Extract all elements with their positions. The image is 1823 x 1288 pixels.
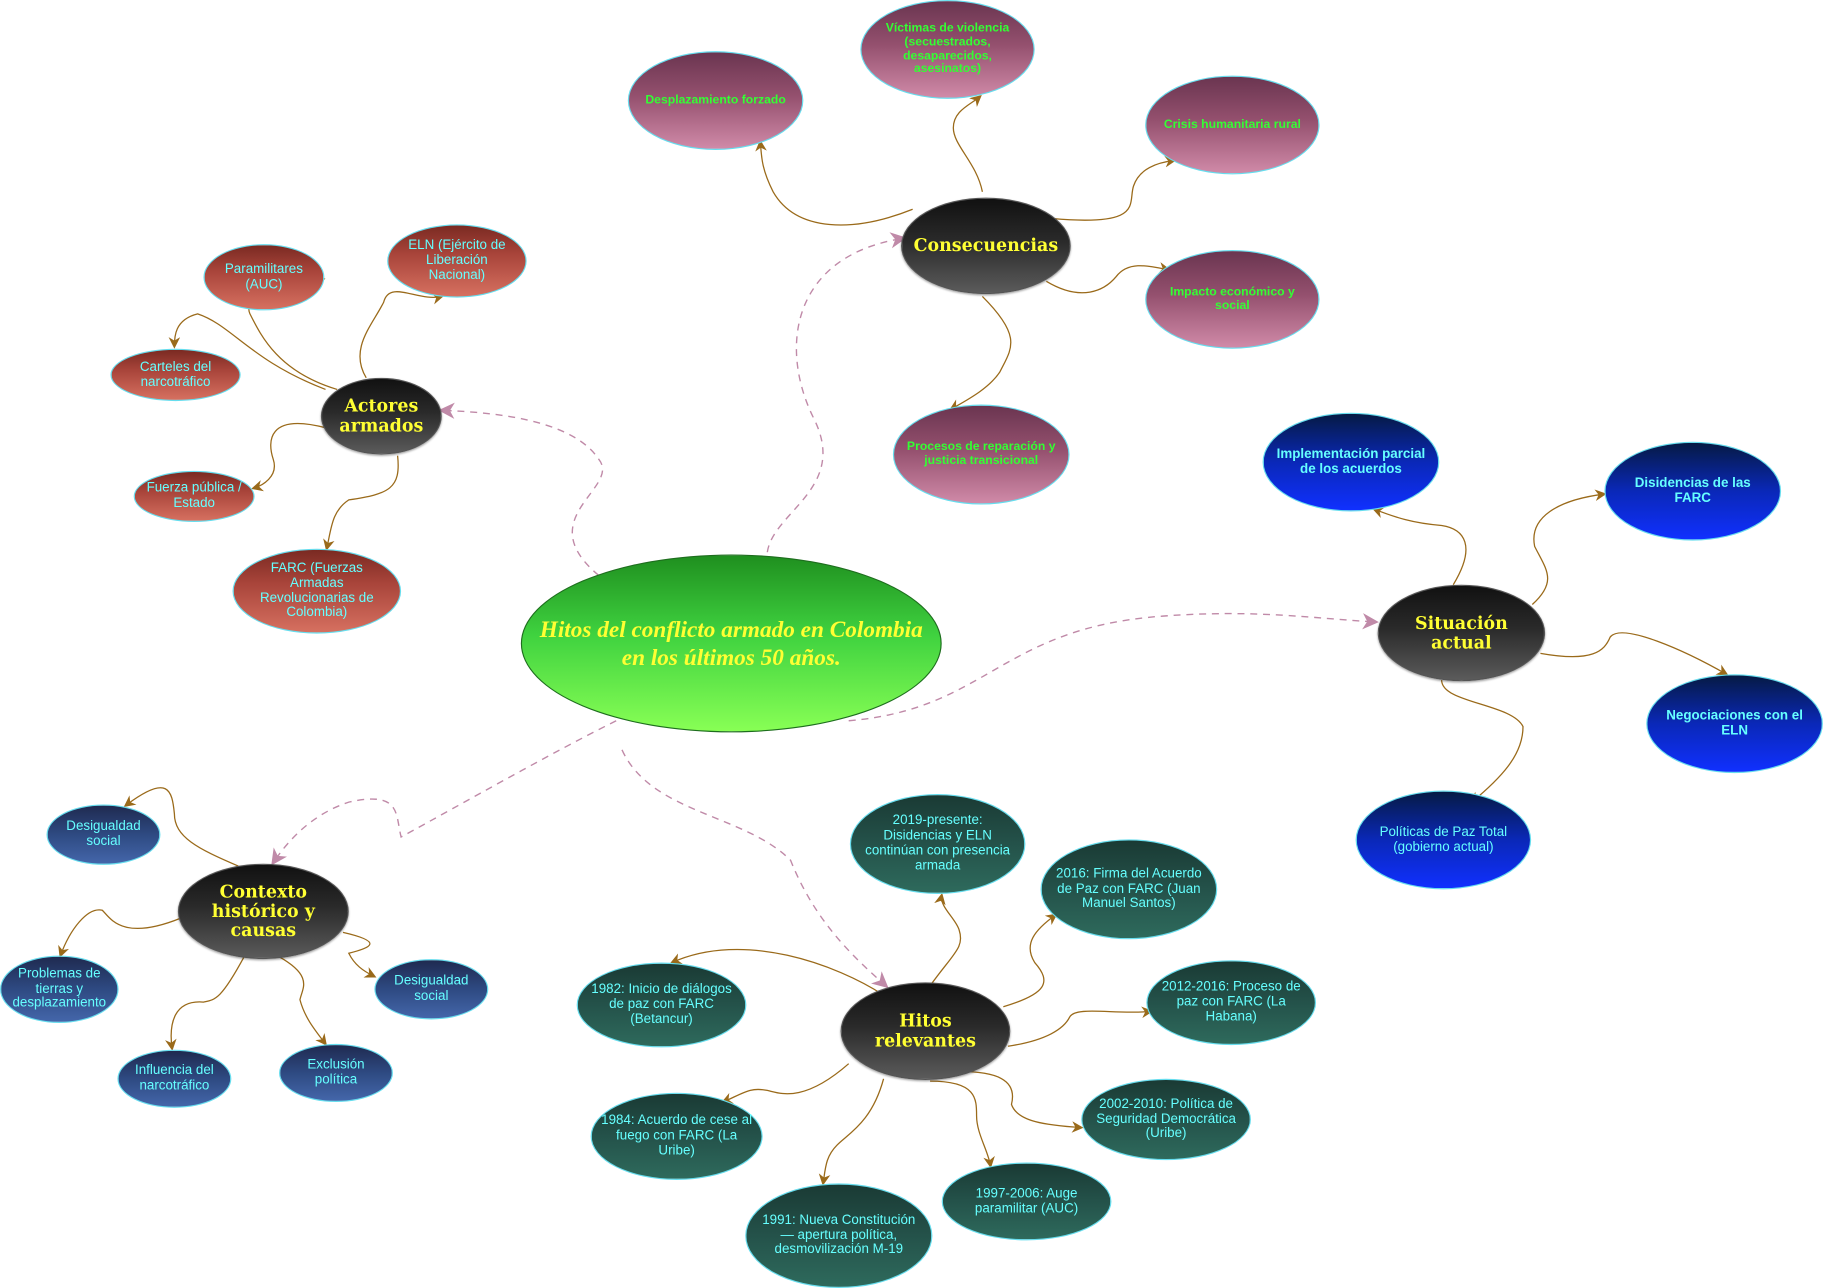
node-impacto[interactable]: Impacto económico y social (1145, 249, 1320, 349)
center-topic[interactable]: Hitos del conflicto armado en Colombia e… (520, 554, 942, 733)
hub-consecuencias[interactable]: Consecuencias (901, 197, 1071, 295)
link-center-situacion (848, 612, 1379, 722)
node-desplazamiento[interactable]: Desplazamiento forzado (627, 51, 804, 150)
hub-actores-armados-label: Actores armados (339, 395, 424, 436)
node-victimas[interactable]: Víctimas de violencia (secuestrados, des… (860, 0, 1035, 99)
link-hitos-2002 (947, 1070, 1084, 1133)
link-cons-desplazamiento (755, 139, 913, 226)
hub-contexto-historico-label: Contexto histórico y causas (211, 880, 315, 941)
link-actores-fuerza (251, 422, 326, 492)
node-desigualdad-social-1[interactable]: Desigualdad social (46, 804, 161, 865)
node-hito-2016[interactable]: 2016: Firma del Acuerdo de Paz con FARC … (1040, 839, 1218, 940)
hub-hitos-relevantes-label: Hitos relevantes (874, 1010, 976, 1051)
hub-hitos-relevantes[interactable]: Hitos relevantes (840, 982, 1011, 1080)
link-cons-procesos (948, 295, 1012, 411)
node-implementacion[interactable]: Implementación parcial de los acuerdos (1262, 412, 1440, 512)
link-center-actores (438, 402, 604, 576)
node-paz-total[interactable]: Políticas de Paz Total (gobierno actual) (1355, 790, 1532, 890)
hub-situacion-actual[interactable]: Situación actual (1377, 584, 1546, 682)
link-cons-impacto (1046, 262, 1171, 294)
link-actores-carteles (168, 313, 326, 391)
link-center-contexto (271, 720, 617, 866)
link-ctx-desig2 (342, 931, 377, 978)
hub-actores-armados[interactable]: Actores armados (320, 377, 442, 455)
link-sit-politicas (1440, 679, 1524, 804)
node-crisis-humanitaria[interactable]: Crisis humanitaria rural (1145, 75, 1320, 175)
node-exclusion-politica[interactable]: Exclusión política (279, 1043, 393, 1103)
node-fuerza-publica[interactable]: Fuerza pública / Estado (133, 470, 255, 522)
node-hito-1982[interactable]: 1982: Inicio de diálogos de paz con FARC… (576, 962, 747, 1048)
center-topic-label: Hitos del conflicto armado en Colombia e… (539, 616, 923, 671)
link-ctx-influencia (165, 956, 245, 1051)
link-hitos-2012 (1007, 1006, 1154, 1047)
link-hitos-1991 (818, 1078, 885, 1186)
node-carteles[interactable]: Carteles del narcotráfico (110, 348, 241, 402)
node-hito-1997[interactable]: 1997-2006: Auge paramilitar (AUC) (941, 1162, 1112, 1241)
node-hito-2012[interactable]: 2012-2016: Proceso de paz con FARC (La H… (1146, 960, 1317, 1046)
node-procesos-reparacion[interactable]: Procesos de reparación y justicia transi… (892, 404, 1070, 505)
link-cons-crisis (1052, 155, 1177, 221)
node-paramilitares[interactable]: Paramilitares (AUC) (203, 244, 325, 311)
node-hito-1991[interactable]: 1991: Nueva Constitución — apertura polí… (745, 1183, 933, 1288)
link-ctx-exclusion (278, 956, 327, 1046)
node-farc[interactable]: FARC (Fuerzas Armadas Revolucionarias de… (232, 548, 402, 634)
link-cons-victimas (952, 94, 984, 192)
link-hitos-1982 (669, 948, 884, 996)
link-sit-negociaciones (1540, 632, 1729, 676)
hub-situacion-actual-label: Situación actual (1414, 612, 1508, 653)
link-ctx-problemas (58, 909, 181, 958)
node-hito-2019[interactable]: 2019-presente: Disidencias y ELN continú… (849, 793, 1026, 894)
link-hitos-1984 (721, 1063, 850, 1104)
node-problemas-tierras[interactable]: Problemas de tierras y desplazamiento (0, 955, 119, 1023)
node-eln[interactable]: ELN (Ejército de Liberación Nacional) (387, 224, 527, 298)
hub-consecuencias-label: Consecuencias (913, 234, 1059, 256)
link-hitos-1997 (930, 1080, 995, 1169)
link-center-consecuencias (766, 232, 907, 553)
link-ctx-desig1 (123, 787, 239, 867)
link-hitos-2016 (1003, 913, 1058, 1008)
node-hito-2002[interactable]: 2002-2010: Política de Seguridad Democrá… (1081, 1078, 1251, 1161)
link-center-hitos (621, 749, 889, 989)
link-actores-eln (359, 291, 445, 379)
link-sit-disidencias (1531, 489, 1607, 605)
node-desigualdad-social-2[interactable]: Desigualdad social (374, 959, 489, 1020)
link-actores-farc (323, 455, 399, 551)
node-negociaciones-eln[interactable]: Negociaciones con el ELN (1646, 674, 1823, 774)
link-hitos-2019 (929, 892, 962, 987)
node-hito-1984[interactable]: 1984: Acuerdo de cese al fuego con FARC … (590, 1092, 763, 1180)
hub-contexto-historico[interactable]: Contexto histórico y causas (177, 863, 349, 960)
node-disidencias[interactable]: Disidencias de las FARC (1604, 441, 1782, 541)
link-sit-implementacion (1372, 507, 1467, 586)
node-influencia-narcotrafico[interactable]: Influencia del narcotráfico (117, 1049, 232, 1108)
